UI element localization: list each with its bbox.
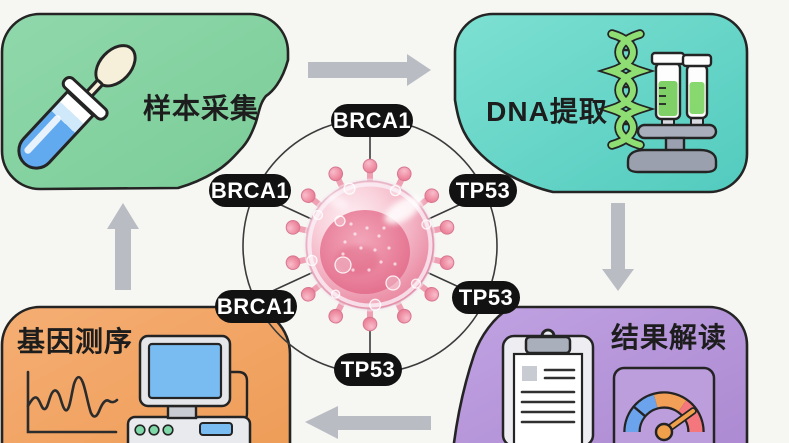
clipboard-report-icon [501,328,595,443]
gene-label-top: BRCA1 [331,104,413,137]
test-tube-left [650,51,686,121]
test-tube-stand-icon [626,51,718,174]
arrow-left-bottom [305,406,431,439]
paper-text-lines [520,368,576,424]
tower-led [134,424,146,436]
tower-slot [199,422,233,436]
gene-label-bottom: TP53 [334,353,402,386]
core-speckles [341,222,397,272]
sequencer-computer-icon [126,334,252,443]
gene-label-upper-right: TP53 [449,174,517,207]
paper-thumbnail [522,366,537,381]
arrow-right-top [308,54,431,86]
tower-led [162,424,174,436]
gauge-segment-high [678,400,703,433]
arrow-up-left [107,203,139,290]
arrow-down-right [602,203,634,291]
virus-cell-illustration [285,158,455,332]
monitor-screen [147,342,223,400]
gauge-segment-mid [654,393,687,412]
dna-helix-icon [596,29,656,150]
tube-shine [22,113,63,156]
sequencing-waveform-icon [26,370,119,434]
card-title-gene-sequencing: 基因测序 [16,326,133,357]
risk-gauge-icon [612,366,716,443]
gauge-hub [654,422,674,442]
gene-label-lower-left: BRCA1 [215,290,297,323]
tower-led [148,424,160,436]
membrane-bubbles [306,182,432,311]
card-title-dna-extraction: DNA提取 [486,96,608,127]
card-title-sample-collection: 样本采集 [142,93,259,124]
test-tube-right [681,53,713,120]
virus-shine [384,195,422,225]
card-title-result-interpretation: 结果解读 [610,322,727,353]
clipboard-clip [524,335,572,355]
gauge-segment-low [625,394,658,433]
gene-label-lower-right: TP53 [452,281,520,314]
gene-label-upper-left: BRCA1 [209,174,291,207]
dna-helix-test-tubes-icon [596,29,718,174]
card-sample-collection [0,12,290,191]
monitor-cable [230,370,249,424]
monitor-stand [166,404,198,420]
